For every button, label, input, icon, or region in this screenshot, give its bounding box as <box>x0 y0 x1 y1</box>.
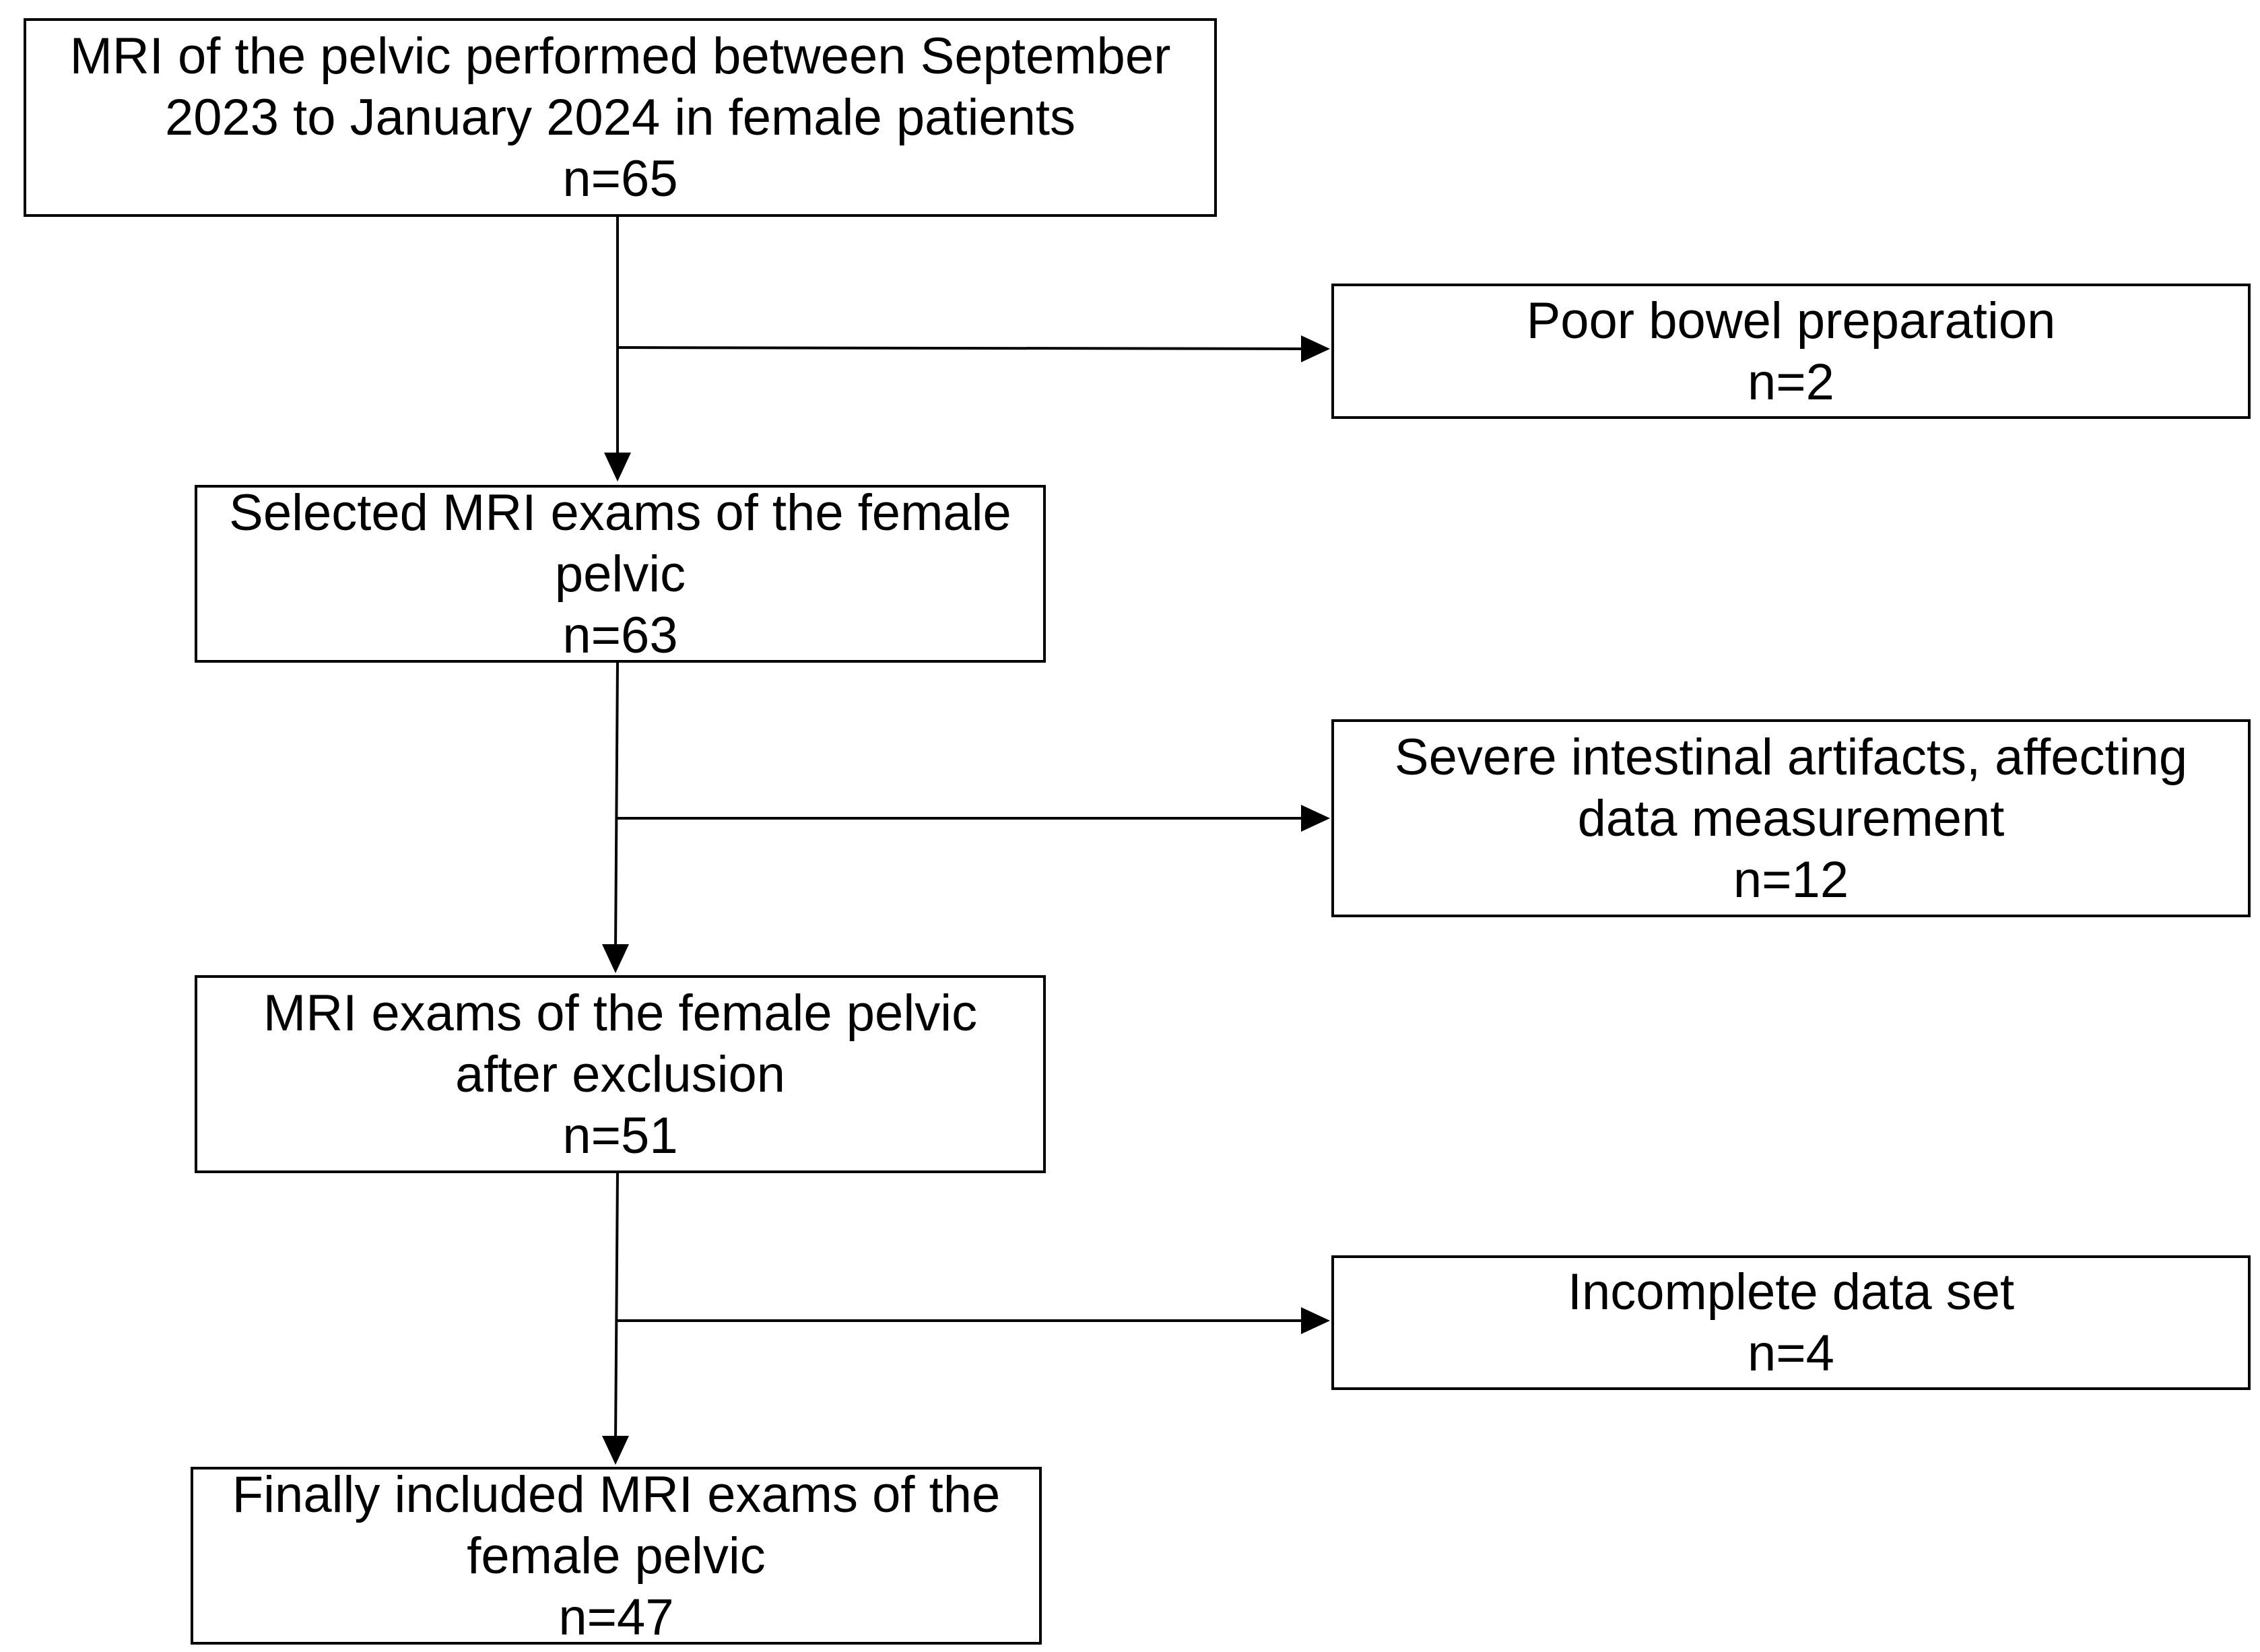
arrowhead-exclusion-2 <box>1301 805 1330 832</box>
box-final-line-1: Finally included MRI exams of the <box>232 1465 1001 1523</box>
box-exclusion-3-line-1: Incomplete data set <box>1567 1263 2015 1321</box>
arrowhead-exclusion-3 <box>1301 1307 1330 1334</box>
box-initial-count: n=65 <box>562 150 678 207</box>
box-after-exclusion: MRI exams of the female pelvic after exc… <box>195 975 1046 1173</box>
box-selected-line-2: pelvic <box>554 545 686 603</box>
arrow-exclusion-1 <box>617 346 1307 350</box>
box-selected-count: n=63 <box>562 606 678 664</box>
arrow-main-2 <box>614 661 619 950</box>
box-exclusion-2-count: n=12 <box>1733 851 1849 908</box>
box-after-exclusion-line-1: MRI exams of the female pelvic <box>263 984 978 1042</box>
box-after-exclusion-count: n=51 <box>562 1106 678 1164</box>
box-initial-line-1: MRI of the pelvic performed between Sept… <box>69 28 1171 85</box>
box-final-included: Finally included MRI exams of the female… <box>191 1465 1042 1646</box>
box-exclusion-3-count: n=4 <box>1748 1325 1834 1382</box>
box-initial-line-2: 2023 to January 2024 in female patients <box>164 89 1076 146</box>
box-exclusion-2-line-2: data measurement <box>1577 789 2005 847</box>
box-final-line-2: female pelvic <box>467 1527 766 1585</box>
arrowhead-main-2 <box>602 944 629 973</box>
box-selected-exams: Selected MRI exams of the female pelvic … <box>195 484 1046 664</box>
arrowhead-exclusion-1 <box>1301 335 1330 362</box>
box-exclusion-artifacts: Severe intestinal artifacts, affecting d… <box>1331 719 2251 917</box>
box-exclusion-bowel-prep: Poor bowel preparation n=2 <box>1331 284 2251 419</box>
box-exclusion-2-line-1: Severe intestinal artifacts, affecting <box>1394 728 2188 786</box>
box-initial-cohort: MRI of the pelvic performed between Sept… <box>24 18 1217 217</box>
arrowhead-main-3 <box>602 1436 629 1465</box>
arrowhead-main-1 <box>604 453 631 482</box>
box-exclusion-1-line-1: Poor bowel preparation <box>1526 292 2056 350</box>
box-exclusion-1-count: n=2 <box>1748 353 1834 411</box>
box-final-count: n=47 <box>558 1588 674 1646</box>
box-after-exclusion-line-2: after exclusion <box>455 1045 786 1103</box>
box-exclusion-incomplete: Incomplete data set n=4 <box>1331 1255 2251 1390</box>
arrow-main-3 <box>614 1171 619 1442</box>
box-selected-line-1: Selected MRI exams of the female <box>229 484 1011 541</box>
